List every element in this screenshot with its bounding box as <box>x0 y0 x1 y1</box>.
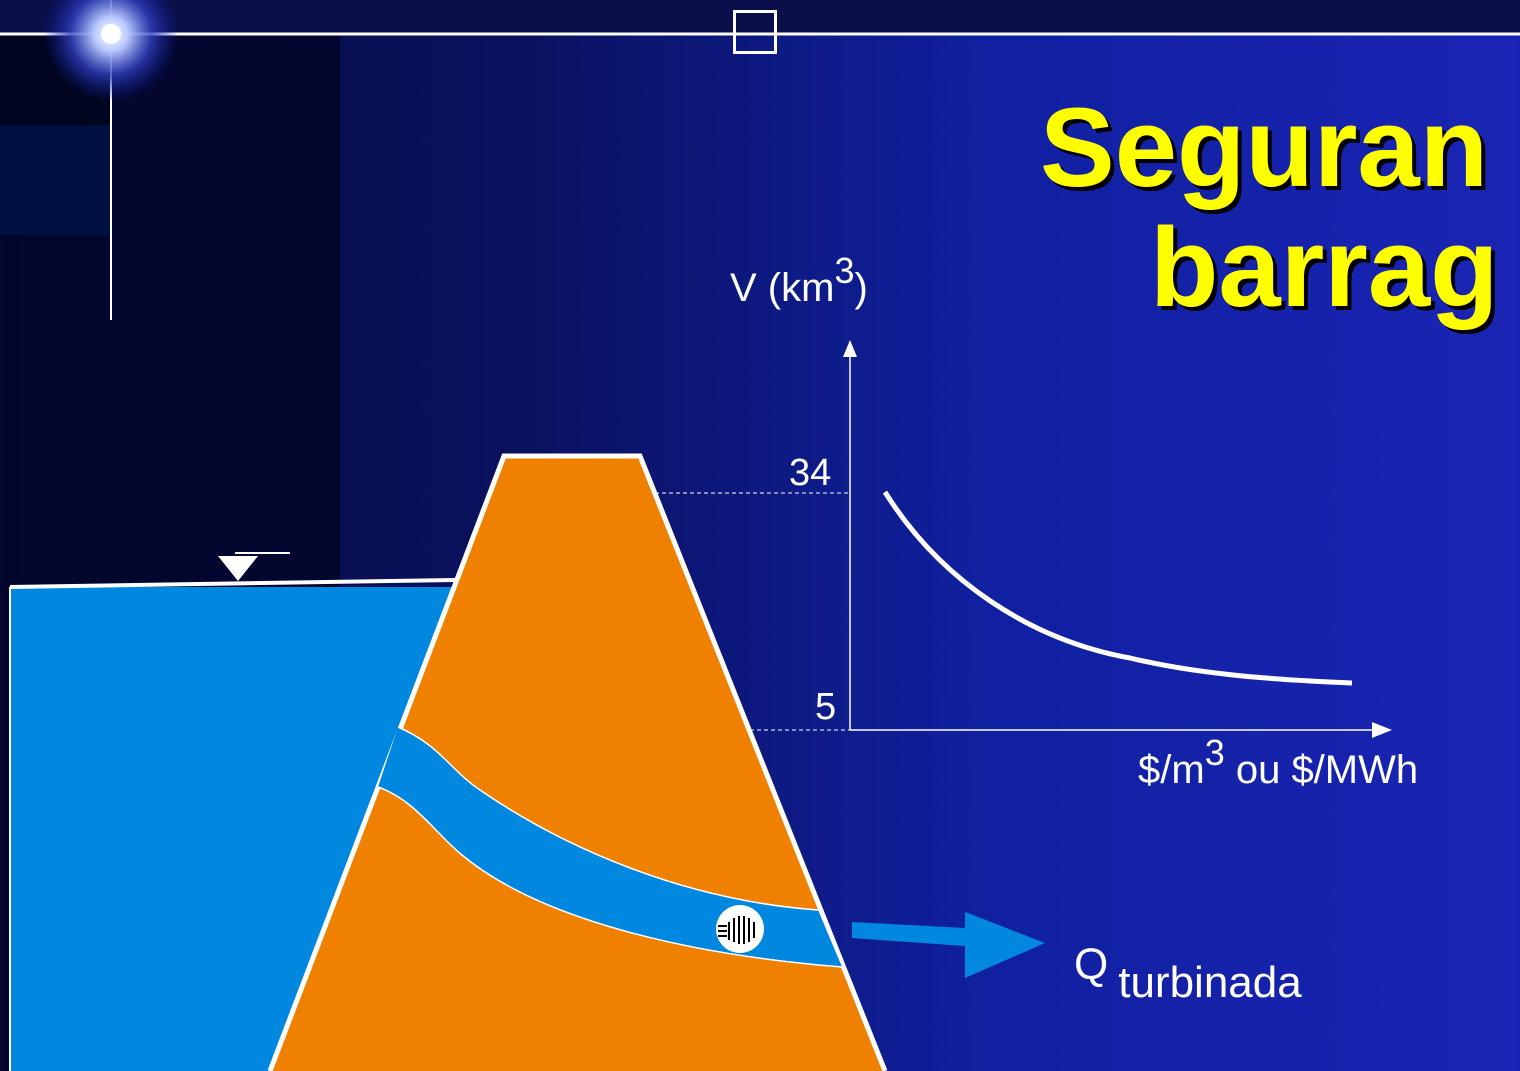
penstock-edge-top <box>397 726 819 911</box>
top-bar <box>0 0 1520 34</box>
reservoir-water <box>10 587 455 1071</box>
sparkle-glow <box>43 0 179 102</box>
reservoir-surface-line <box>9 578 456 589</box>
penstock <box>378 727 842 967</box>
placeholder-box <box>733 10 777 54</box>
x-axis-label-sup: 3 <box>1204 732 1225 773</box>
y-axis-arrowhead <box>843 340 857 357</box>
penstock-edge-bottom <box>377 786 843 968</box>
x-axis-arrowhead <box>1372 722 1392 738</box>
flow-arrow-icon <box>852 912 1045 978</box>
left-panel-block-2 <box>0 125 110 235</box>
flow-label-q: Q <box>1074 940 1109 989</box>
x-axis-label-prefix: $/m <box>1138 748 1205 792</box>
y-tick-5: 5 <box>815 686 837 728</box>
y-axis-label: V (km3) <box>730 253 868 311</box>
cost-curve <box>882 490 1353 686</box>
x-axis-label: $/m3 ou $/MWh <box>1138 735 1419 793</box>
water-level-triangle-icon <box>218 556 258 581</box>
y-tick-34: 34 <box>789 452 832 494</box>
x-axis-label-suffix: ou $/MWh <box>1224 748 1419 792</box>
slide-title-line1: Seguran <box>1040 85 1489 210</box>
flow-label-subscript: turbinada <box>1118 958 1302 1007</box>
turbine-icon <box>716 905 764 953</box>
y-axis-label-sup: 3 <box>834 250 855 291</box>
sparkle-core <box>101 24 121 44</box>
y-axis-label-text: V (km <box>730 266 835 310</box>
slide-title-line2: barrag <box>1150 205 1499 330</box>
y-axis-label-close: ) <box>854 266 868 310</box>
